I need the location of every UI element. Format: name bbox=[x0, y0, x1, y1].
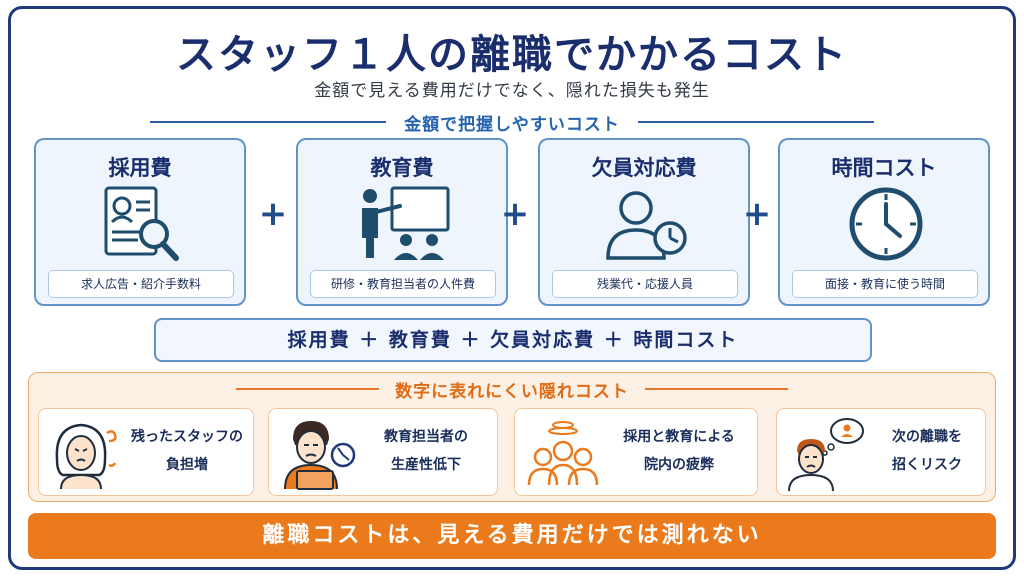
page-title: スタッフ１人の離職でかかるコスト bbox=[176, 32, 848, 78]
visible-costs-heading: 金額で把握しやすいコスト bbox=[150, 110, 874, 135]
worried-man-thought-icon bbox=[788, 418, 864, 491]
hidden-cost-item: 残ったスタッフの 負担増 bbox=[38, 408, 254, 496]
cost-card-time: 時間コスト 面接・教育に使う時間 bbox=[778, 138, 990, 306]
person-clock-icon bbox=[606, 191, 687, 260]
cost-card-recruitment: 採用費 求人広告・紹介手数料 bbox=[34, 138, 246, 306]
clock-icon bbox=[849, 187, 923, 261]
heading-rule-left bbox=[236, 388, 380, 390]
page-subtitle: 金額で見える費用だけでなく、隠れた損失も発生 bbox=[314, 81, 710, 101]
hidden-cost-line2: 院内の疲弊 bbox=[644, 457, 714, 473]
exhausted-group-icon bbox=[527, 421, 599, 486]
hidden-cost-line2: 生産性低下 bbox=[391, 457, 461, 473]
cost-card-title: 採用費 bbox=[108, 156, 172, 180]
hidden-cost-line2: 招くリスク bbox=[892, 457, 962, 473]
cost-card-title: 教育費 bbox=[370, 156, 434, 180]
tired-man-laptop-icon bbox=[284, 421, 356, 490]
heading-rule-right bbox=[644, 388, 789, 390]
hidden-costs-heading: 数字に表れにくい隠れコスト bbox=[236, 376, 789, 402]
stressed-woman-icon bbox=[55, 423, 117, 490]
hidden-cost-line1: 教育担当者の bbox=[384, 429, 468, 445]
hidden-cost-line1: 残ったスタッフの bbox=[131, 429, 243, 445]
plus-sign: + bbox=[258, 194, 288, 234]
cost-card-caption: 残業代・応援人員 bbox=[552, 270, 738, 298]
hidden-cost-line1: 採用と教育による bbox=[623, 429, 735, 445]
heading-rule-left bbox=[150, 121, 387, 123]
training-presentation-icon bbox=[362, 186, 450, 260]
cost-sum-formula: 採用費 ＋ 教育費 ＋ 欠員対応費 ＋ 時間コスト bbox=[154, 318, 872, 362]
cost-card-caption: 求人広告・紹介手数料 bbox=[48, 270, 234, 298]
conclusion-banner: 離職コストは、見える費用だけでは測れない bbox=[28, 513, 996, 559]
plus-sign: + bbox=[500, 194, 530, 234]
cost-card-training: 教育費 研修・教育担当者の人件費 bbox=[296, 138, 508, 306]
plus-sign: + bbox=[742, 194, 772, 234]
visible-costs-heading-text: 金額で把握しやすいコスト bbox=[404, 114, 620, 135]
cost-card-title: 時間コスト bbox=[831, 156, 937, 180]
heading-rule-right bbox=[637, 121, 874, 123]
cost-card-title: 欠員対応費 bbox=[591, 156, 697, 180]
resume-search-icon bbox=[104, 186, 179, 261]
hidden-cost-line2: 負担増 bbox=[166, 457, 208, 473]
hidden-cost-line1: 次の離職を bbox=[892, 429, 962, 445]
hidden-costs-heading-text: 数字に表れにくい隠れコスト bbox=[395, 381, 629, 402]
cost-card-vacancy: 欠員対応費 残業代・応援人員 bbox=[538, 138, 750, 306]
cost-card-caption: 面接・教育に使う時間 bbox=[792, 270, 978, 298]
hidden-cost-item: 教育担当者の 生産性低下 bbox=[268, 408, 498, 496]
cost-card-caption: 研修・教育担当者の人件費 bbox=[310, 270, 496, 298]
hidden-cost-item: 採用と教育による 院内の疲弊 bbox=[514, 408, 758, 496]
hidden-cost-item: 次の離職を 招くリスク bbox=[776, 408, 986, 496]
